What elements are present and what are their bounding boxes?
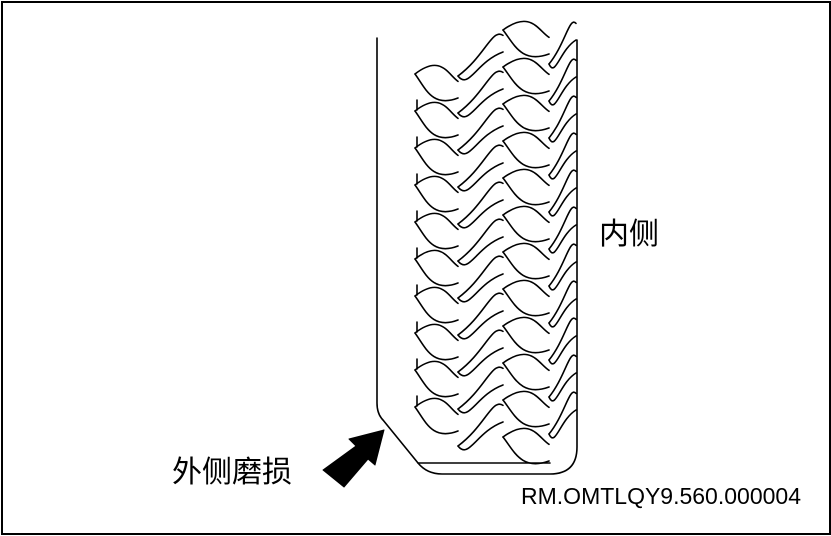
tread-lug-left-rib	[457, 292, 504, 336]
tread-lug-left-rib	[457, 181, 504, 225]
tire-outline	[376, 37, 578, 475]
tread-lug-outer	[414, 110, 459, 139]
tread-lug-right-rib	[502, 399, 550, 428]
tread-lug-inner	[548, 243, 577, 287]
tread-lug-left-rib	[457, 88, 504, 118]
tread-lug-inner	[548, 298, 577, 328]
tread-lug-outer	[414, 221, 459, 250]
tread-lug-inner	[548, 409, 577, 439]
tread-lug-inner	[548, 261, 577, 291]
tread-lug-inner	[548, 169, 577, 213]
tread-lug-left-rib	[457, 421, 504, 451]
tread-lug-left-rib	[457, 144, 504, 188]
tread-lug-inner	[548, 76, 577, 106]
tread-lug-inner	[548, 280, 577, 324]
tread-lug-right-rib	[502, 251, 550, 280]
tread-lug-right-rib	[502, 279, 550, 298]
tread-lug-right-rib	[502, 177, 550, 206]
tread-lug-left-rib	[457, 347, 504, 377]
tread-lug-right-rib	[502, 242, 550, 261]
tread-lug-left-rib	[457, 199, 504, 229]
tread-lug-left-rib	[457, 329, 504, 373]
tread-lug-right-rib	[502, 362, 550, 391]
tread-lug-left-rib	[457, 384, 504, 414]
tread-braid-pattern	[414, 20, 577, 465]
arrow-icon	[322, 429, 385, 488]
tread-lug-outer	[414, 286, 459, 305]
tread-lug-inner	[548, 95, 577, 139]
tread-lug-right-rib	[502, 205, 550, 224]
tread-lug-outer	[414, 147, 459, 176]
tread-lug-left-rib	[457, 218, 504, 262]
tread-lug-inner	[548, 354, 577, 398]
tread-lug-inner	[548, 113, 577, 143]
tread-lug-right-rib	[502, 66, 550, 95]
inner-side-label: 内侧	[599, 217, 659, 252]
tread-lug-outer	[414, 360, 459, 379]
tread-lug-inner	[548, 132, 577, 176]
tread-lug-left-rib	[457, 51, 504, 81]
tread-lug-inner	[548, 150, 577, 180]
tread-lug-outer	[414, 369, 459, 398]
tread-lug-right-rib	[502, 288, 550, 317]
tread-lug-outer	[414, 212, 459, 231]
tread-lug-right-rib	[502, 94, 550, 113]
tread-lug-right-rib	[502, 20, 550, 39]
tread-lug-outer	[414, 258, 459, 287]
tread-lug-inner	[548, 58, 577, 102]
tread-lug-outer	[414, 138, 459, 157]
tread-lug-left-rib	[457, 273, 504, 303]
tread-lug-outer	[414, 249, 459, 268]
tread-lug-inner	[548, 372, 577, 402]
tread-lug-inner	[548, 317, 577, 361]
tread-lug-left-rib	[457, 236, 504, 266]
tread-lug-outer	[414, 295, 459, 324]
tread-lug-right-rib	[502, 103, 550, 132]
tread-lug-right-rib	[502, 390, 550, 409]
tread-lug-inner	[548, 224, 577, 254]
tread-lug-left-rib	[457, 162, 504, 192]
tread-lug-outer	[414, 64, 459, 83]
tread-lug-right-rib	[502, 214, 550, 243]
tread-lug-outer	[414, 332, 459, 361]
tread-lug-outer	[414, 73, 459, 102]
tread-lug-inner	[548, 39, 577, 69]
tread-lug-right-rib	[502, 353, 550, 372]
tread-lug-right-rib	[502, 436, 550, 465]
tread-lug-right-rib	[502, 168, 550, 187]
tread-lug-inner	[548, 391, 577, 435]
tread-lug-left-rib	[457, 310, 504, 340]
tread-lug-inner	[548, 187, 577, 217]
tread-lug-outer	[414, 323, 459, 342]
tread-lug-left-rib	[457, 403, 504, 447]
tread-lug-left-rib	[457, 107, 504, 151]
tread-lug-inner	[548, 206, 577, 250]
tread-lug-outer	[414, 101, 459, 120]
tread-lug-left-rib	[457, 125, 504, 155]
tread-lug-right-rib	[502, 140, 550, 169]
tread-lug-right-rib	[502, 29, 550, 58]
tread-lug-right-rib	[502, 316, 550, 335]
figure-code-label: RM.OMTLQY9.560.000004	[521, 483, 801, 509]
outer-wear-label: 外侧磨损	[172, 455, 292, 490]
tread-lug-outer	[414, 406, 459, 435]
tread-lug-left-rib	[457, 33, 504, 77]
tread-lug-left-rib	[457, 70, 504, 114]
tread-lug-outer	[414, 184, 459, 213]
tread-lug-inner	[548, 335, 577, 365]
tread-lug-outer	[414, 397, 459, 416]
tread-lug-right-rib	[502, 131, 550, 150]
tread-lug-left-rib	[457, 255, 504, 299]
tread-lug-left-rib	[457, 366, 504, 410]
tread-lug-inner	[548, 21, 577, 65]
tread-lug-right-rib	[502, 427, 550, 446]
tread-lug-right-rib	[502, 57, 550, 76]
tread-lug-right-rib	[502, 325, 550, 354]
tread-lug-outer	[414, 175, 459, 194]
